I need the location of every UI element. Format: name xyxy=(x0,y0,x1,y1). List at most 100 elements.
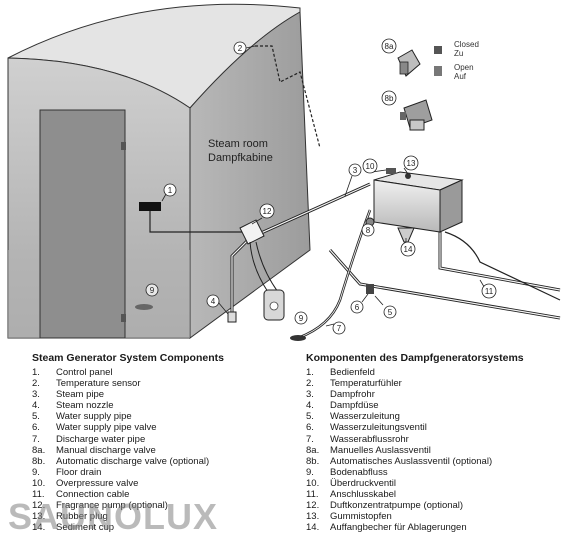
list-item-number: 1. xyxy=(32,367,40,378)
list-item: 3.Steam pipe xyxy=(32,389,224,400)
callout-5: 5 xyxy=(388,308,393,317)
list-item-text: Wasserzuleitung xyxy=(330,411,400,423)
list-item-number: 13. xyxy=(32,511,46,523)
callout-4: 4 xyxy=(211,297,216,306)
components-list-en: Steam Generator System Components 1. Cont… xyxy=(32,352,224,533)
control-panel-cable xyxy=(149,211,250,233)
list-item: 8b. Automatic discharge valve (optional) xyxy=(32,456,224,467)
list-item-text: Floor drain xyxy=(56,466,102,478)
list-item-text: Control panel xyxy=(56,367,113,378)
callout-13: 13 xyxy=(407,159,416,168)
valve-auf-label: Auf xyxy=(454,72,467,81)
components-title-en: Steam Generator System Components xyxy=(32,352,224,364)
components-list-de: Komponenten des Dampfgeneratorsystems 1.… xyxy=(306,352,524,533)
list-item-text: Wasserzuleitungsventil xyxy=(330,422,427,434)
list-item: 11.Anschlusskabel xyxy=(306,489,524,500)
list-item-text: Wasserabflussrohr xyxy=(330,433,409,445)
list-item-number: 8b. xyxy=(306,455,320,467)
door-hinge-bottom xyxy=(121,314,126,322)
valve-zu-label: Zu xyxy=(454,49,463,58)
list-item-text: Überdruckventil xyxy=(330,477,396,489)
list-item-text: Temperaturfühler xyxy=(330,378,402,390)
list-item-text: Dampfrohr xyxy=(330,389,375,401)
list-item: 8b. Automatisches Auslassventil (optional… xyxy=(306,456,524,467)
list-item-number: 6. xyxy=(32,422,40,434)
list-item-number: 8a. xyxy=(306,444,320,456)
list-item-number: 10. xyxy=(306,477,320,489)
list-item-number: 12. xyxy=(32,500,46,512)
list-item-number: 8a. xyxy=(32,444,46,456)
list-item-number: 7. xyxy=(32,433,40,445)
list-item-text: Connection cable xyxy=(56,489,130,501)
callout-11: 11 xyxy=(485,287,494,296)
callout-7: 7 xyxy=(337,324,342,333)
list-item-text: Steam nozzle xyxy=(56,400,114,412)
list-item-number: 3. xyxy=(32,389,40,401)
list-item-number: 9. xyxy=(32,466,40,478)
list-item-text: Auffangbecher für Ablagerungen xyxy=(330,522,467,534)
list-item-text: Water supply pipe valve xyxy=(56,422,157,434)
list-item-number: 2. xyxy=(32,378,40,390)
list-item: 5.Water supply pipe xyxy=(32,411,224,422)
list-item-number: 14. xyxy=(306,522,320,534)
list-item: 2.Temperaturfühler xyxy=(306,378,524,389)
list-item-text: Automatic discharge valve (optional) xyxy=(56,455,210,467)
list-item-text: Water supply pipe xyxy=(56,411,132,423)
callout-14: 14 xyxy=(404,245,413,254)
list-item-text: Automatisches Auslassventil (optional) xyxy=(330,455,493,467)
temperature-sensor-cable xyxy=(255,45,321,149)
connection-cable xyxy=(444,231,561,301)
floor-drain-outside xyxy=(290,335,306,341)
fragrance-pump-tubes xyxy=(249,241,279,293)
list-item-text: Bodenabfluss xyxy=(330,466,388,478)
list-item: 4.Steam nozzle xyxy=(32,400,224,411)
list-item: 6. Water supply pipe valve xyxy=(32,422,224,433)
callouts xyxy=(145,38,497,335)
list-item-number: 14. xyxy=(32,522,46,534)
list-item-text: Anschlusskabel xyxy=(330,489,397,501)
list-item: 14. Auffangbecher für Ablagerungen xyxy=(306,522,524,533)
fragrance-container-flower-icon xyxy=(269,301,279,311)
list-item-number: 12. xyxy=(306,500,320,512)
callout-6: 6 xyxy=(355,303,360,312)
water-supply-valve xyxy=(366,284,374,294)
list-item-text: Overpressure valve xyxy=(56,477,139,489)
list-item-text: Rubber plug xyxy=(56,511,108,523)
fragrance-pump xyxy=(239,219,265,245)
list-item-number: 5. xyxy=(306,411,314,423)
list-item-number: 6. xyxy=(306,422,314,434)
list-item: 8a. Manuelles Auslassventil xyxy=(306,445,524,456)
door-hinge-top xyxy=(121,142,126,150)
list-item-number: 11. xyxy=(32,489,45,501)
list-item: 7. Wasserabflussrohr xyxy=(306,434,524,445)
list-item-text: Manuelles Auslassventil xyxy=(330,444,431,456)
inset-manual-valve: Closed Zu Open Auf xyxy=(397,40,479,81)
list-item: 1. Control panel xyxy=(32,367,224,378)
valve-open-label: Open xyxy=(454,63,474,72)
list-item-text: Sediment cup xyxy=(56,522,115,534)
discharge-pipe xyxy=(438,232,561,292)
list-item-text: Discharge water pipe xyxy=(56,433,146,445)
list-item: 1.Bedienfeld xyxy=(306,367,524,378)
list-item-number: 8b. xyxy=(32,455,46,467)
list-item: 8a.Manual discharge valve xyxy=(32,445,224,456)
list-item: 13.Gummistopfen xyxy=(306,511,524,522)
list-item-number: 7. xyxy=(306,433,314,445)
room-label-de: Dampfkabine xyxy=(208,152,273,164)
list-item-text: Duftkonzentratpumpe (optional) xyxy=(330,500,464,512)
list-item-text: Dampfdüse xyxy=(330,400,379,412)
list-item: 13. Rubber plug xyxy=(32,511,224,522)
generator-side xyxy=(439,179,463,233)
list-item: 9.Bodenabfluss xyxy=(306,467,524,478)
floor-drain xyxy=(135,304,153,310)
steam-pipe-inner xyxy=(231,183,371,312)
components-title-de: Komponenten des Dampfgeneratorsystems xyxy=(306,352,524,364)
list-item: 6. Wasserzuleitungsventil xyxy=(306,422,524,433)
callout-8: 8 xyxy=(366,226,371,235)
valve-closed-icon xyxy=(434,46,442,54)
callout-3: 3 xyxy=(353,166,358,175)
list-item: 5. Wasserzuleitung xyxy=(306,411,524,422)
list-item-text: Fragrance pump (optional) xyxy=(56,500,168,512)
